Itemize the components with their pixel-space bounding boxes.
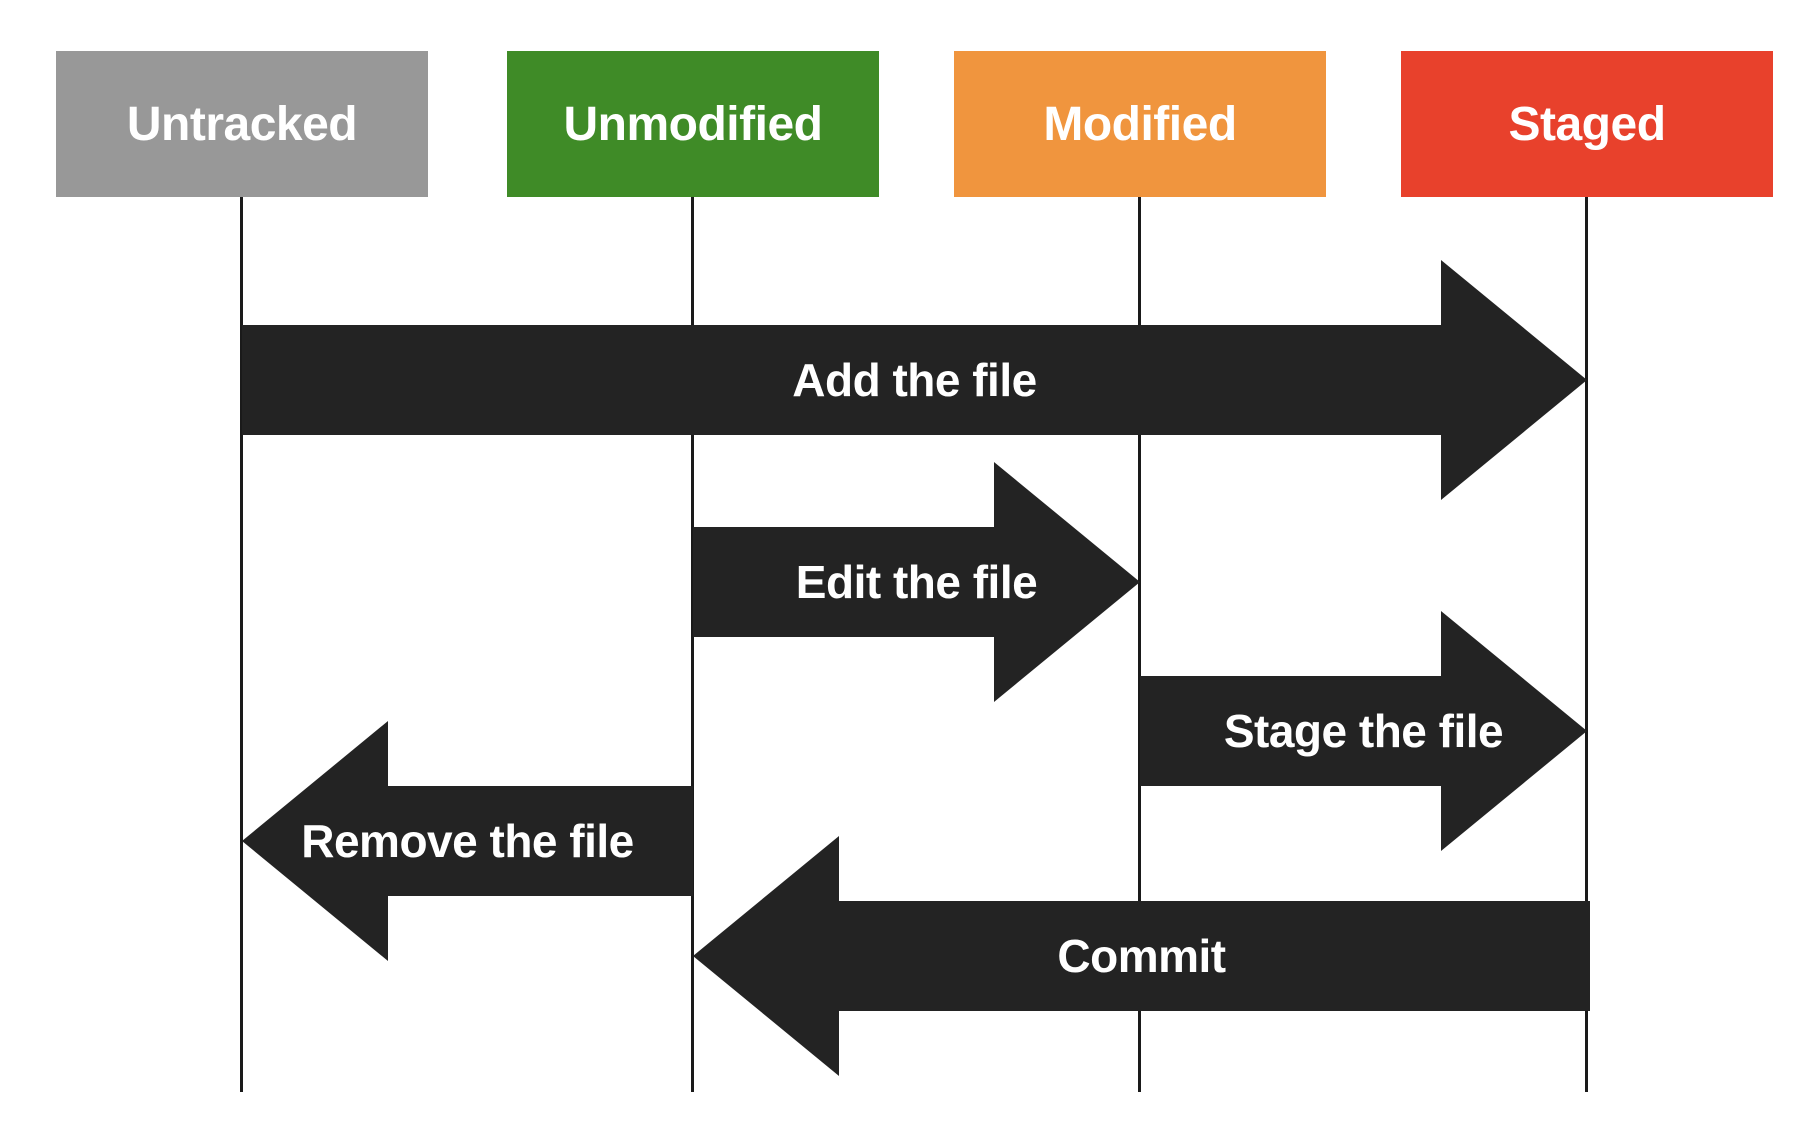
arrow-stage-the-file: Stage the file — [1140, 611, 1587, 851]
state-box-staged: Staged — [1401, 51, 1773, 197]
arrow-remove-the-file: Remove the file — [242, 721, 693, 961]
arrow-stage-the-file-shaft — [1140, 676, 1441, 786]
arrow-edit-the-file: Edit the file — [693, 462, 1140, 702]
arrow-right-head-icon — [994, 462, 1140, 702]
lifeline-untracked — [240, 197, 243, 1092]
arrow-edit-the-file-shaft — [693, 527, 994, 637]
state-box-unmodified: Unmodified — [507, 51, 879, 197]
arrow-commit: Commit — [693, 836, 1590, 1076]
arrow-right-head-icon — [1441, 260, 1587, 500]
arrow-add-the-file-shaft — [242, 325, 1441, 435]
state-box-unmodified-label: Unmodified — [563, 97, 823, 151]
state-box-untracked-label: Untracked — [126, 97, 358, 151]
arrow-left-head-icon — [242, 721, 388, 961]
arrow-remove-the-file-shaft — [388, 786, 693, 896]
state-box-modified-label: Modified — [1043, 97, 1237, 151]
arrow-right-head-icon — [1441, 611, 1587, 851]
state-box-staged-label: Staged — [1508, 97, 1666, 151]
state-box-modified: Modified — [954, 51, 1326, 197]
lifeline-unmodified — [691, 197, 694, 1092]
arrow-commit-shaft — [839, 901, 1590, 1011]
arrow-left-head-icon — [693, 836, 839, 1076]
state-box-untracked: Untracked — [56, 51, 428, 197]
